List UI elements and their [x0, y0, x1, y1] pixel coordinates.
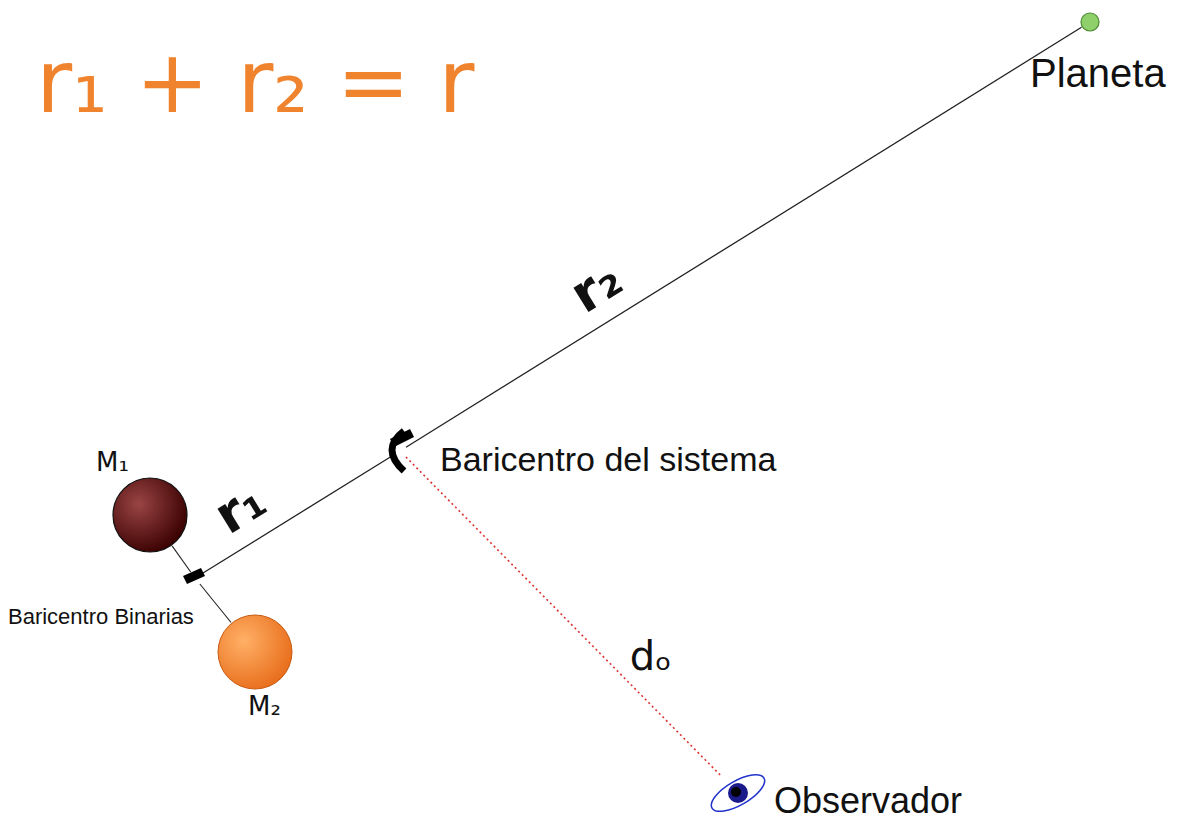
edge-label: r₂ [558, 248, 634, 325]
node-shape [189, 572, 201, 584]
node-shape-box: Baricentro Binarias [189, 572, 201, 584]
node-shape [217, 614, 293, 690]
node-shape-box: M₂ [217, 614, 293, 690]
node-shape-box: Baricentro del sistema [394, 445, 406, 457]
connector-line [201, 455, 394, 575]
node-shape [706, 773, 770, 813]
connector-line [172, 546, 191, 572]
connector-line [200, 584, 231, 622]
node-shape [1080, 12, 1100, 32]
formula-label: r₁ + r₂ = r [36, 30, 474, 133]
node-shape-box: M₁ [112, 477, 188, 553]
node-label: Planeta [1030, 50, 1166, 96]
node-shape [112, 477, 188, 553]
node-shape-box: Planeta [1080, 12, 1100, 32]
node-shape-box: Observador [706, 773, 770, 813]
node-label: Baricentro del sistema [440, 440, 776, 479]
node-label: Observador [774, 780, 962, 821]
node-label: Baricentro Binarias [8, 604, 194, 629]
connector-line [406, 457, 721, 776]
node-label: M₁ [96, 448, 129, 478]
connector-line [406, 27, 1082, 447]
node-label: M₂ [248, 692, 281, 722]
node-shape [394, 445, 406, 457]
edge-label: dₒ [627, 634, 675, 678]
edge-label: r₁ [202, 469, 278, 546]
